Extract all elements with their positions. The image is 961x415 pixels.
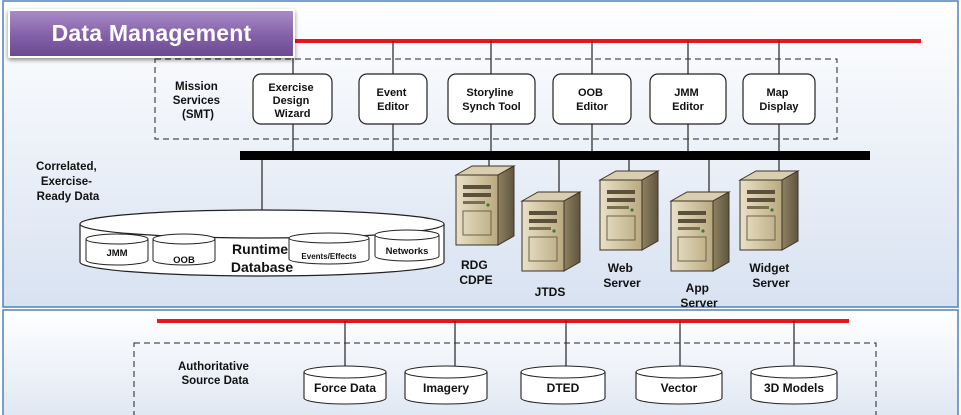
- source-vector: Vector: [635, 365, 723, 405]
- correlated-data-label: Correlated, Exercise- Ready Data: [36, 161, 100, 203]
- tool-jmm-editor: JMM Editor: [649, 73, 727, 125]
- svg-text:JMM: JMM: [106, 248, 127, 259]
- svg-text:JMM Editor: JMM Editor: [672, 87, 704, 113]
- svg-text:OOB Editor: OOB Editor: [576, 87, 608, 113]
- server-icon-jtds: [520, 191, 582, 272]
- source-dted: DTED: [520, 365, 606, 405]
- tool-oob-editor: OOB Editor: [552, 73, 632, 125]
- source-connectors: [344, 321, 795, 366]
- tool-exercise-design-wizard: Exercise Design Wizard: [252, 73, 333, 125]
- source-force-data: Force Data: [303, 365, 387, 405]
- tool-storyline-synch-tool: Storyline Synch Tool: [447, 73, 536, 125]
- tool-event-editor: Event Editor: [358, 73, 428, 125]
- server-label-widget-server: Widget Server: [749, 261, 792, 290]
- svg-text:Networks: Networks: [386, 246, 429, 257]
- store-networks: Networks: [374, 229, 440, 262]
- svg-text:Event Editor: Event Editor: [376, 87, 409, 113]
- store-events-effects: Events/Effects: [288, 232, 370, 265]
- svg-text:Storyline Synch Tool: Storyline Synch Tool: [462, 87, 520, 113]
- source-imagery: Imagery: [404, 365, 488, 405]
- svg-text:Imagery: Imagery: [423, 381, 469, 395]
- runtime-database-label: Runtime Database: [231, 241, 293, 275]
- svg-text:Map Display: Map Display: [759, 87, 799, 113]
- store-oob: OOB: [152, 233, 216, 266]
- svg-text:Vector: Vector: [661, 381, 698, 395]
- tool-map-display: Map Display: [742, 73, 816, 125]
- diagram-title: Data Management: [51, 20, 252, 46]
- source-3d-models: 3D Models: [750, 365, 838, 405]
- title-badge: Data Management: [8, 9, 295, 58]
- svg-text:DTED: DTED: [547, 381, 580, 395]
- svg-text:OOB: OOB: [173, 255, 195, 266]
- svg-text:Force Data: Force Data: [314, 381, 376, 395]
- server-icon-app-server: [669, 191, 731, 272]
- mission-services-label: Mission Services (SMT): [173, 81, 224, 121]
- black-bus: [240, 151, 870, 160]
- svg-text:3D Models: 3D Models: [764, 381, 824, 395]
- server-icon-web-server: [598, 170, 660, 251]
- store-jmm: JMM: [85, 233, 149, 266]
- server-label-app-server: App Server: [680, 281, 718, 310]
- server-label-jtds: JTDS: [535, 285, 566, 299]
- svg-text:Events/Effects: Events/Effects: [301, 252, 357, 261]
- server-label-web-server: Web Server: [603, 261, 641, 290]
- authoritative-label: Authoritative Source Data: [178, 361, 252, 387]
- mission-services-box: [154, 58, 838, 140]
- server-icon-rdg-cdpe: [454, 165, 516, 246]
- authoritative-box: [133, 342, 877, 415]
- svg-text:Exercise Design: Exercise Design Wizard: [268, 82, 316, 120]
- server-label-rdg-cdpe: RDG CDPE: [459, 258, 492, 287]
- server-icon-widget-server: [738, 170, 800, 251]
- tool-connectors-lower: [292, 124, 780, 154]
